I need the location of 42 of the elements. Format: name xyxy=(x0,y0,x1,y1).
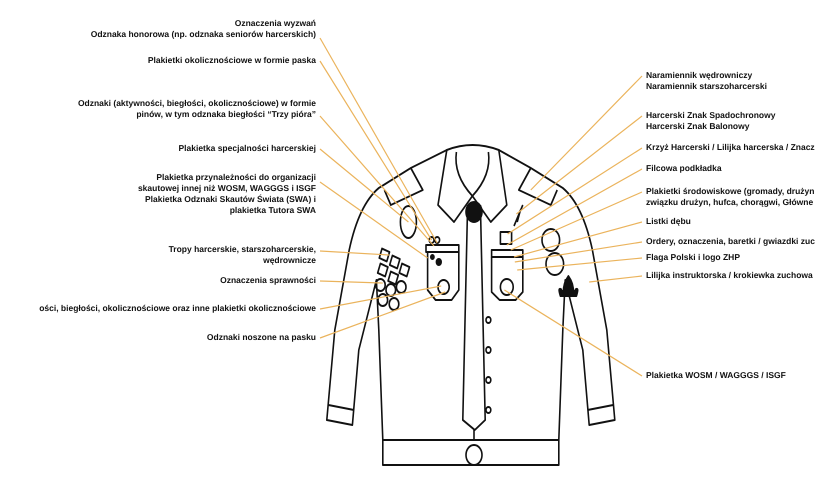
callout-label: Plakietka Odznaki Skautów Świata (SWA) i plakietka Tutora SWA xyxy=(144,194,316,216)
leader-line xyxy=(504,290,642,376)
callout-label: Oznaczenia wyzwań xyxy=(234,18,316,29)
callout-label: Plakietka WOSM / WAGGGS / ISGF xyxy=(646,370,787,381)
leader-line xyxy=(320,285,442,310)
callout-label: Filcowa podkładka xyxy=(646,163,723,174)
callout-label: Oznaczenia sprawności xyxy=(219,275,316,286)
callout-label: Lilijka instruktorska / krokiewka zuchowa xyxy=(646,270,814,281)
leader-line xyxy=(320,182,428,258)
callout-label: Ordery, oznaczenia, baretki / gwiazdki zuc xyxy=(646,236,816,247)
callout-label: Harcerski Znak Spadochronowy xyxy=(646,110,776,121)
leader-line xyxy=(320,250,390,256)
leader-line xyxy=(514,221,642,258)
leader-line xyxy=(320,291,446,339)
leader-line xyxy=(319,38,438,244)
leader-line xyxy=(506,168,642,246)
callout-label: Krzyż Harcerski / Lilijka harcerska / Znacz xyxy=(646,142,816,153)
leader-line xyxy=(507,148,642,234)
callout-label: ości, biegłości, okolicznościowe oraz inne plakietki okolicznościowe xyxy=(38,303,316,314)
leader-line xyxy=(320,280,383,284)
callout-label: Tropy harcerskie, starszoharcerskie, wędrownicze xyxy=(168,244,316,266)
leader-line xyxy=(320,148,409,222)
callout-label: Odznaki (aktywności, biegłości, okolicznościowe) w formie pinów, w tym odznaka biegłości “Trzy pióra” xyxy=(76,98,316,120)
leader-line xyxy=(320,116,434,246)
callout-label: Naramiennik starszoharcerski xyxy=(646,81,768,92)
callout-label: Flaga Polski i logo ZHP xyxy=(646,252,741,263)
leader-line xyxy=(320,60,432,240)
callout-label: Plakietka specjalności harcerskiej xyxy=(177,143,316,154)
callout-label: Naramiennik wędrowniczy xyxy=(646,70,754,81)
callout-label: Odznaka honorowa (np. odznaka seniorów harcerskich) xyxy=(90,29,316,40)
leader-line xyxy=(530,76,642,190)
callout-label: Plakietki okolicznościowe w formie paska xyxy=(146,55,316,66)
callout-label: Harcerski Znak Balonowy xyxy=(646,121,750,132)
leader-line xyxy=(516,116,642,214)
callout-label: Odznaki noszone na pasku xyxy=(206,332,316,343)
leader-line xyxy=(517,257,642,271)
callout-label: Plakietki środowiskowe (gromady, drużyn związku drużyn, hufca, chorągwi, Główne xyxy=(646,186,816,208)
callout-label: Plakietka przynależności do organizacji skautowej innej niż WOSM, WAGGGS i ISGF xyxy=(136,172,316,194)
leader-line xyxy=(589,275,642,283)
leader-line xyxy=(514,241,642,263)
callout-label: Listki dębu xyxy=(646,216,692,227)
leader-line xyxy=(510,191,642,251)
